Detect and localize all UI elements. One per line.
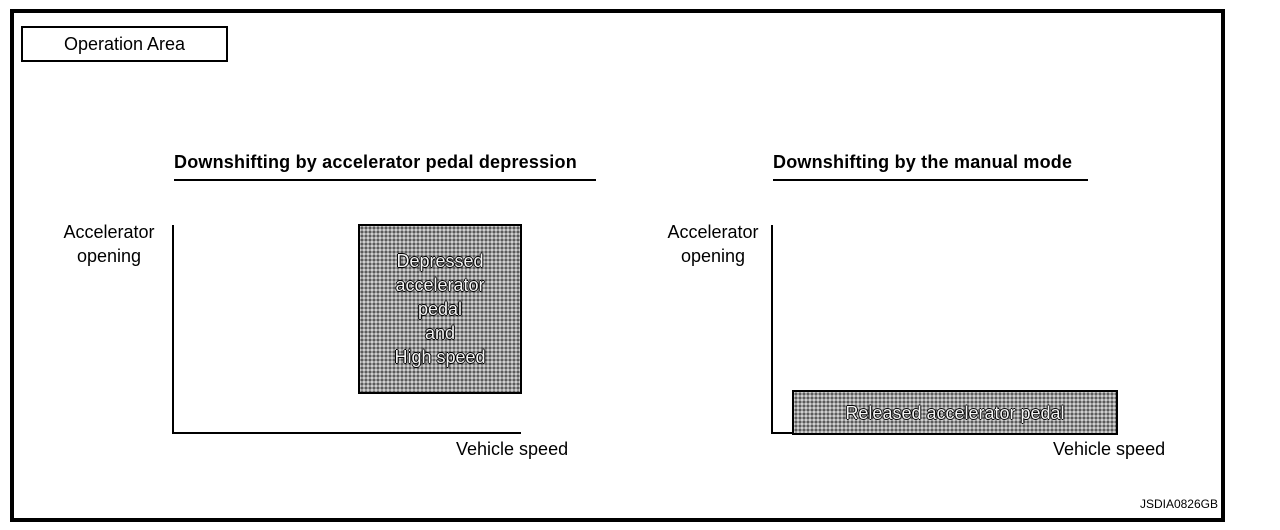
right-region-label: Released accelerator pedal [845, 402, 1065, 423]
left-region-label: Depressed accelerator pedal and High spe… [394, 249, 485, 369]
right-operation-region: Released accelerator pedal [792, 390, 1118, 435]
left-region-line-5: High speed [394, 347, 486, 367]
right-y-axis-label-line-2: opening [680, 246, 746, 266]
left-y-axis-label-line-2: opening [76, 246, 142, 266]
left-region-line-3: pedal [417, 299, 463, 319]
left-x-axis [172, 432, 521, 434]
left-panel-title: Downshifting by accelerator pedal depres… [174, 152, 596, 181]
operation-area-title: Operation Area [21, 26, 228, 62]
left-y-axis-label: Accelerator opening [50, 220, 168, 268]
left-y-axis-label-line-1: Accelerator [63, 222, 155, 242]
right-x-axis-label: Vehicle speed [1053, 439, 1166, 459]
right-y-axis-label-line-1: Accelerator [667, 222, 759, 242]
left-y-axis [172, 225, 174, 434]
figure-code: JSDIA0826GB [1139, 497, 1218, 511]
left-region-line-4: and [424, 323, 456, 343]
right-panel-title: Downshifting by the manual mode [773, 152, 1088, 181]
right-y-axis-label: Accelerator opening [654, 220, 772, 268]
right-y-axis [771, 225, 773, 434]
left-operation-region: Depressed accelerator pedal and High spe… [358, 224, 522, 394]
left-x-axis-label: Vehicle speed [456, 439, 569, 459]
left-region-line-2: accelerator [395, 275, 485, 295]
left-region-line-1: Depressed [396, 251, 484, 271]
diagram-frame [10, 9, 1225, 522]
